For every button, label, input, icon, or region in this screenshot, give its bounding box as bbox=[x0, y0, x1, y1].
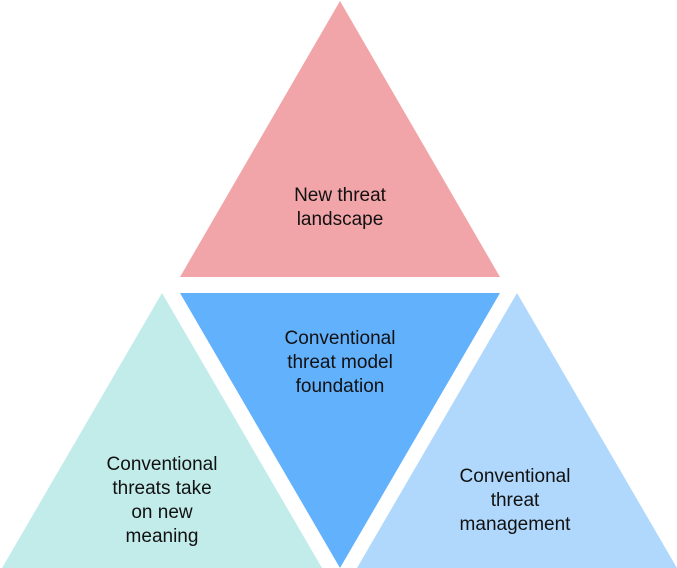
triangle-new-threat-landscape bbox=[180, 1, 500, 277]
triangle-conventional-threats-new-meaning bbox=[2, 293, 322, 568]
triangle-conventional-threat-model-foundation bbox=[180, 293, 500, 568]
label-conventional-threats-new-meaning: Conventional threats take on new meaning bbox=[106, 454, 218, 547]
label-conventional-threat-management: Conventional threat management bbox=[459, 466, 571, 535]
label-conventional-threat-model-foundation: Conventional threat model foundation bbox=[284, 328, 396, 397]
triangle-conventional-threat-management bbox=[357, 293, 677, 568]
label-new-threat-landscape: New threat landscape bbox=[294, 185, 386, 230]
